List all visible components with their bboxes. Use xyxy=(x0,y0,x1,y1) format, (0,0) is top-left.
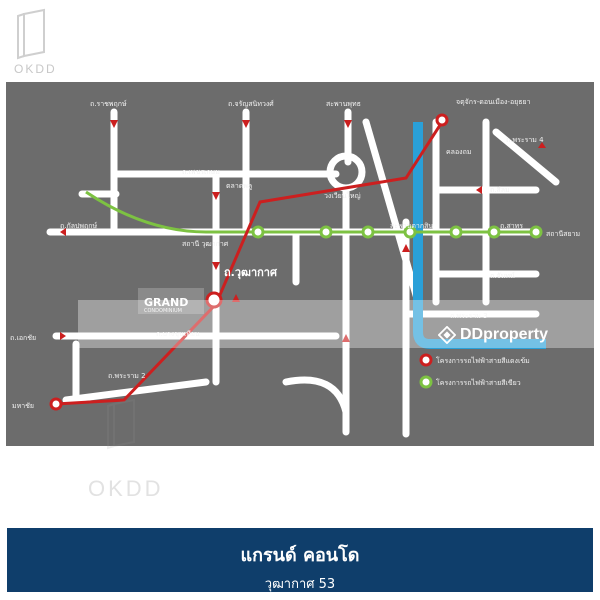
label-saphanphut: สะพานพุทธ xyxy=(326,100,361,108)
red-stations xyxy=(49,113,449,411)
road-diagonal xyxy=(362,118,422,306)
label-ratchaphruek: ถ.ราชพฤกษ์ xyxy=(90,100,127,108)
okdd-watermark-text: OKDD xyxy=(88,476,164,501)
ddproperty-watermark: DDproperty xyxy=(438,326,548,344)
label-rama3: ถ.พระราม 3 xyxy=(450,312,488,320)
legend-red-text: โครงการรถไฟฟ้าสายสีแดงเข้ม xyxy=(436,356,530,365)
label-rama2: ถ.พระราม 2 xyxy=(108,372,146,380)
label-phetkasem: ถ.เพชรเกษม xyxy=(182,168,220,176)
banner-title: แกรนด์ คอนโด xyxy=(240,545,360,566)
label-wutthakat-road: ถ.วุฒากาศ xyxy=(224,266,278,280)
road-curve xyxy=(282,376,350,416)
banner-subtitle: วุฒากาศ 53 xyxy=(264,577,336,592)
label-rama4: ถ.พระราม 4 xyxy=(506,136,544,144)
label-sathorn: ถ.สาทร xyxy=(500,222,523,230)
green-stations xyxy=(251,225,543,239)
ddproperty-text: DDproperty xyxy=(460,326,549,343)
label-sathani-wutthakat: สถานี วุฒากาศ xyxy=(182,240,229,248)
okdd-logo xyxy=(14,8,74,78)
grand-box xyxy=(138,288,204,314)
road-rama2 xyxy=(62,378,210,404)
project-banner: แกรนด์ คอนโด วุฒากาศ 53 xyxy=(7,528,593,592)
label-charan: ถ.จรัญสนิทวงศ์ xyxy=(228,100,274,108)
logo-text: OKDD xyxy=(14,62,57,76)
label-talat-phlu: ตลาดพลู xyxy=(226,182,252,190)
legend-red-marker xyxy=(419,353,433,367)
map-svg: ถ.ราชพฤกษ์ ถ.จรัญสนิทวงศ์ สะพานพุทธ ถ.เพ… xyxy=(10,98,580,438)
label-silom: ถ.สีลม xyxy=(490,186,510,194)
label-chan: ถ.จันทน์ xyxy=(490,272,515,280)
label-siam: สถานีสยาม xyxy=(546,230,580,238)
legend-green-text: โครงการรถไฟฟ้าสายสีเขียว xyxy=(436,378,521,387)
label-taksin: สะพานตากสิน xyxy=(390,222,433,230)
watermark-band xyxy=(78,300,598,348)
location-map: ถ.ราชพฤกษ์ ถ.จรัญสนิทวงศ์ สะพานพุทธ ถ.เพ… xyxy=(6,82,594,446)
red-line xyxy=(55,121,444,406)
label-jatujak: จตุจักร-ดอนเมือง-อยุธยา xyxy=(456,98,531,106)
grand-sub: CONDOMINIUM xyxy=(144,308,182,314)
blue-line xyxy=(413,122,546,349)
red-arrows xyxy=(60,120,546,342)
label-mahachai: มหาชัย xyxy=(12,402,34,410)
label-wongwian: วงเวียนใหญ่ xyxy=(324,191,361,200)
road-rama4 xyxy=(492,128,560,186)
label-ekkachai: ถ.เอกชัย xyxy=(10,334,36,342)
grand-name: GRAND xyxy=(144,296,188,309)
green-line xyxy=(85,190,536,234)
ddproperty-icon xyxy=(438,326,456,344)
okdd-watermark-icon xyxy=(104,396,144,456)
legend-green-marker xyxy=(419,375,433,389)
label-kalapaphruek: ถ.กัลปพฤกษ์ xyxy=(60,222,98,230)
label-klongton: คลองถม xyxy=(446,148,471,156)
label-bang-khun-thian: ถ.บางขุนเทียน xyxy=(156,330,200,338)
